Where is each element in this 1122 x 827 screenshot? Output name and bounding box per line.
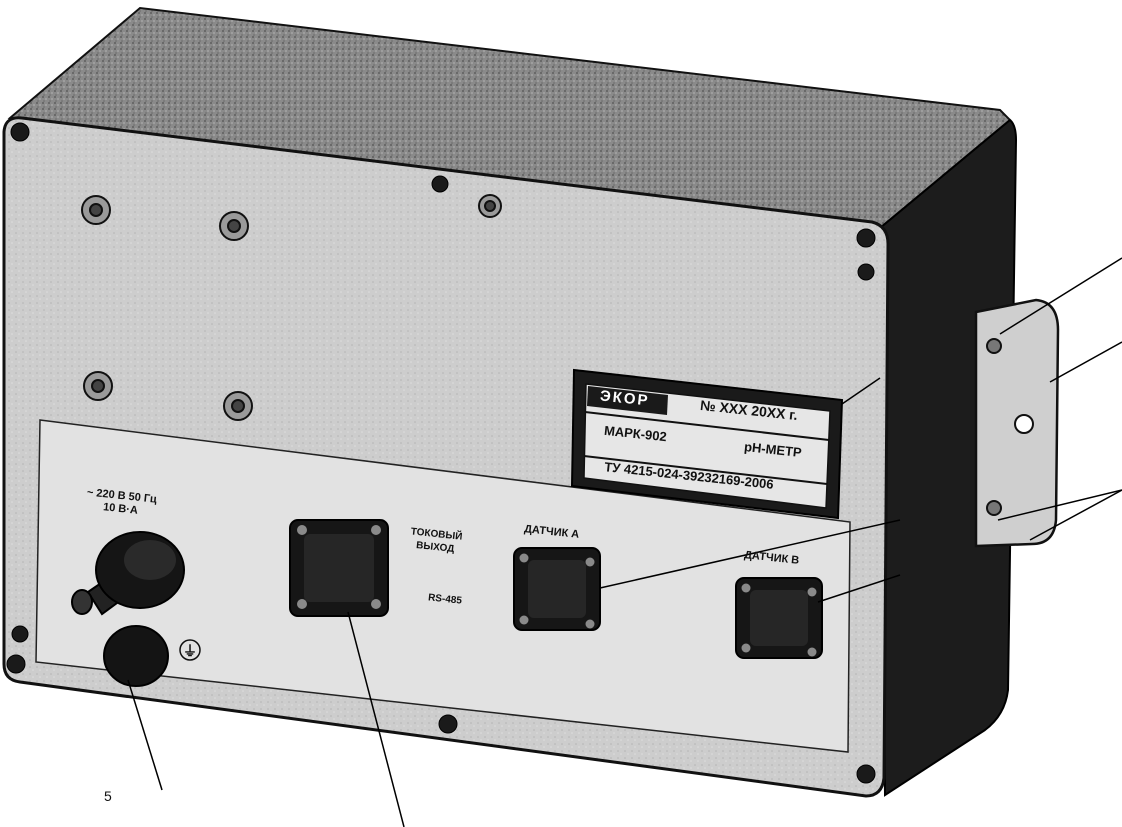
bracket-screw: [986, 338, 1002, 354]
leader-line: [1049, 341, 1122, 383]
corner-screw: [856, 228, 876, 248]
corner-screw: [857, 263, 875, 281]
power-cable-gland: [71, 531, 185, 616]
bracket-screw: [986, 500, 1002, 516]
leader-line: [1029, 489, 1122, 541]
corner-screw: [431, 175, 449, 193]
corner-screw: [856, 764, 876, 784]
leader-line: [999, 257, 1122, 335]
ground-symbol-icon: ⏚: [183, 643, 197, 659]
enclosure-side: [878, 118, 1018, 797]
sensor-b-connector: [735, 577, 823, 659]
ground-symbol-ring: [179, 639, 201, 661]
leader-line: [841, 377, 881, 405]
leader-line: [997, 489, 1122, 521]
bracket-hole: [1014, 414, 1034, 434]
corner-screw: [10, 122, 30, 142]
connector-sub-panel: [35, 419, 851, 753]
fuse-holder: [103, 625, 169, 687]
leader-line: [347, 611, 405, 827]
corner-screw: [11, 625, 29, 643]
sensor-a-connector: [513, 547, 601, 631]
current-output-connector: [289, 519, 389, 617]
logo-block: [587, 386, 668, 415]
callout-label: 5: [104, 788, 112, 804]
leader-line: [127, 679, 163, 791]
leader-line: [599, 519, 901, 589]
corner-screw: [438, 714, 458, 734]
leader-line: [817, 574, 901, 603]
current-output-label: ТОКОВЫЙ ВЫХОД: [409, 525, 463, 556]
corner-screw: [6, 654, 26, 674]
